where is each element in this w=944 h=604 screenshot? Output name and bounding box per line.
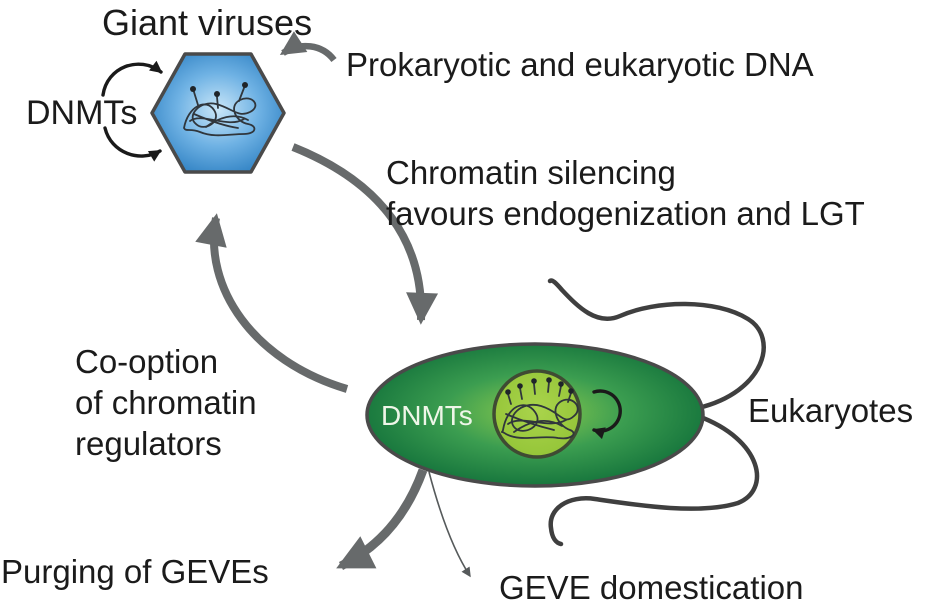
cycle-arrow-top [101,60,163,97]
co-option-line-2: of chromatin [75,384,257,421]
nucleus-cycle-arrow-icon [592,389,622,440]
co-option-line-1: Co-option [75,343,219,380]
virus-chromatin-tangle-icon [183,82,257,137]
dnmt-cycle-arrow-icon [101,60,163,162]
silencing-line-1: Chromatin silencing [386,154,676,191]
co-option-line-3: regulators [75,425,222,462]
arrow-domestication [428,471,471,578]
nucleus-chromatin-tangle-icon [500,377,579,440]
arrow-dna-input [279,31,337,63]
cell-dnmts-label: DNMTs [381,400,473,431]
giant-viruses-title: Giant viruses [102,2,313,43]
co-option-label: Co-option of chromatin regulators [75,341,257,464]
arrow-purging [336,468,428,571]
silencing-label: Chromatin silencing favours endogenizati… [386,152,865,234]
flagellum-lower [548,413,760,547]
virus-dnmts-label: DNMTs [26,94,138,132]
flagellum-upper [547,278,766,411]
prokaryotic-dna-label: Prokaryotic and eukaryotic DNA [346,46,814,83]
domestication-label: GEVE domestication [499,569,804,604]
cycle-arrow-bottom [103,126,162,162]
flagella-icon [547,278,766,547]
arrow-co-option-up [195,213,349,393]
arrow-silencing-down [291,143,439,325]
hexagon-capsid-icon [150,52,286,174]
purging-label: Purging of GEVEs [1,553,269,590]
silencing-line-2: favours endogenization and LGT [386,195,865,232]
eukaryotes-label: Eukaryotes [748,392,914,429]
